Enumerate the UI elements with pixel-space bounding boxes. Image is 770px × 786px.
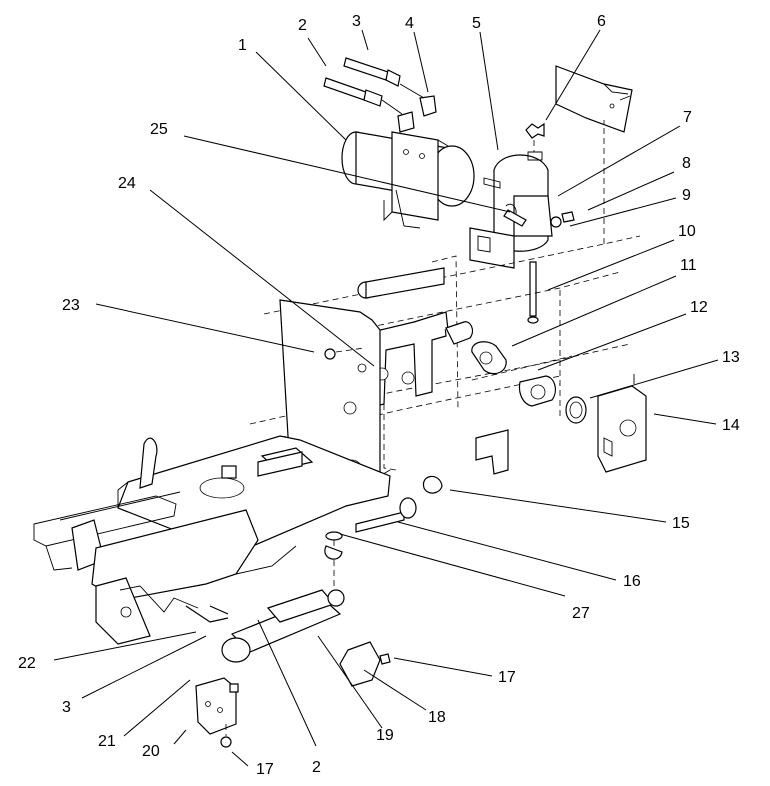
callout-14: 14 [722,417,740,434]
part-16-rod [355,497,417,533]
callout-7: 7 [683,109,692,126]
callout-22: 22 [18,655,36,672]
part-14-side-plate [597,374,647,473]
callout-1: 1 [238,37,247,54]
part-1-actuator [341,131,475,229]
callout-21: 21 [98,733,116,750]
callout-3-lower: 3 [62,699,71,716]
callout-12: 12 [690,299,708,316]
part-24-pivot-plate [365,311,474,409]
part-19-cylinder [185,589,345,663]
callout-8: 8 [682,155,691,172]
pivot-shaft [357,267,445,299]
callout-23: 23 [62,297,80,314]
callout-25: 25 [150,121,168,138]
callout-17: 17 [498,669,516,686]
part-23-nut [324,348,336,360]
callout-9: 9 [682,187,691,204]
callout-11: 11 [680,257,697,274]
part-10-bolt [529,261,537,317]
part-6-wing-nut [525,122,545,139]
callout-19: 19 [376,727,394,744]
callout-18: 18 [428,709,446,726]
callout-10: 10 [678,223,696,240]
leader-lines [53,29,719,767]
callout-labels: 1 2 3 4 5 6 7 8 9 10 11 12 13 14 15 16 1… [18,13,740,778]
deck-frame [33,435,391,645]
part-18-bracket [339,641,381,687]
callout-13: 13 [722,349,740,366]
callout-5: 5 [472,15,481,32]
callout-27: 27 [572,605,590,622]
hose-fittings [323,57,437,133]
callout-4: 4 [405,15,414,32]
callout-24: 24 [118,175,136,192]
mount-bracket [469,195,553,269]
part-20-bracket [195,677,239,748]
callout-6: 6 [597,13,606,30]
part-15-clip [422,475,443,494]
upper-right-bracket [555,65,633,133]
part-27-washer [325,531,343,541]
callout-2-lower: 2 [312,759,321,776]
callout-15: 15 [672,515,690,532]
callout-20: 20 [142,743,160,760]
line-art [33,57,647,748]
bearing-hub [471,341,587,424]
callout-3: 3 [352,13,361,30]
callout-17-lower: 17 [256,761,274,778]
callout-16: 16 [623,573,641,590]
callout-2: 2 [298,17,307,34]
